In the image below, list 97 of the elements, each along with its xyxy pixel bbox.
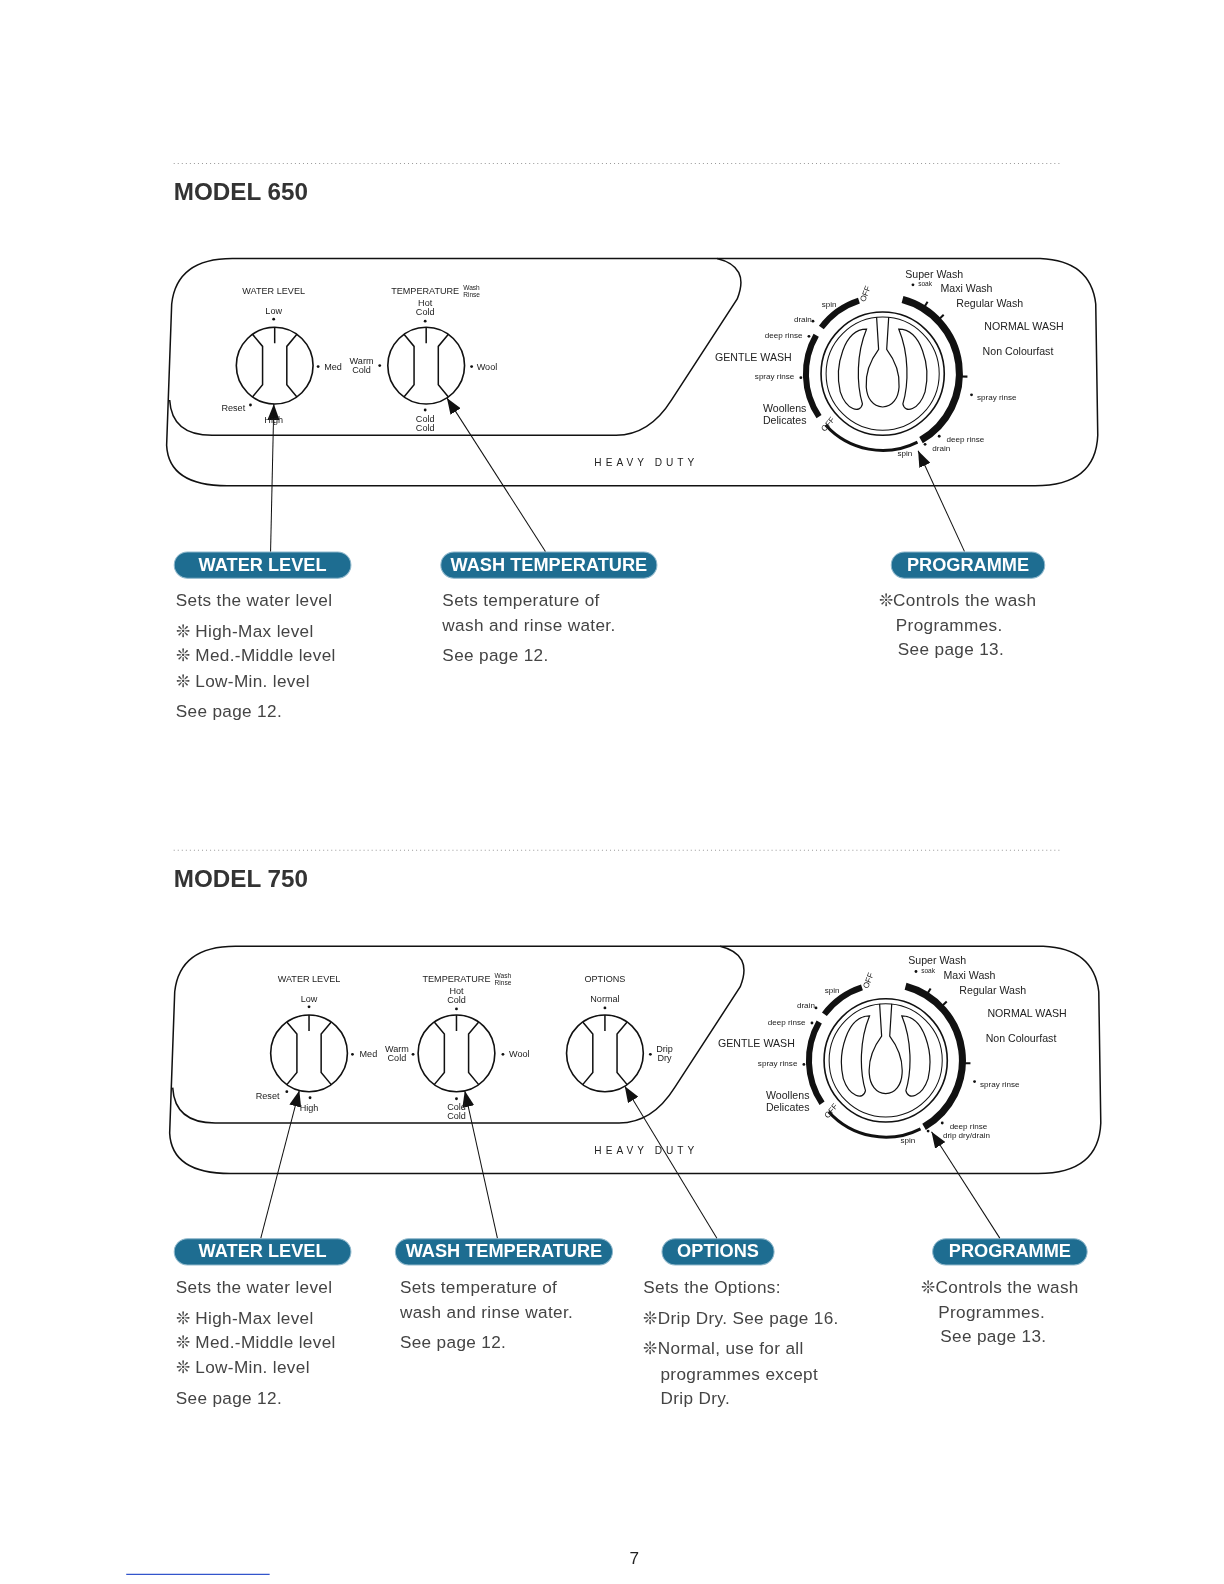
setting-label: Wool bbox=[509, 1049, 530, 1060]
setting-label: Cold Cold bbox=[415, 415, 435, 434]
description-text: ❊ High-Max level bbox=[175, 1307, 315, 1330]
setting-label: Woollens Delicates bbox=[762, 401, 807, 427]
setting-label: deep rinse bbox=[767, 1017, 806, 1027]
leader-line bbox=[462, 1090, 498, 1239]
setting-label: spray rinse bbox=[754, 372, 795, 382]
setting-label: Maxi Wash bbox=[943, 968, 996, 981]
leader-line bbox=[624, 1085, 718, 1239]
description-text: ❊ High-Max level bbox=[175, 620, 315, 643]
setting-label: spray rinse bbox=[757, 1058, 798, 1068]
description-text: See page 12. bbox=[399, 1332, 508, 1355]
description-text: See page 13. bbox=[897, 639, 1006, 662]
setting-label: Warm Cold bbox=[384, 1045, 409, 1064]
setting-label: deep rinse bbox=[949, 1121, 988, 1131]
setting-label: spray rinse bbox=[980, 1080, 1020, 1090]
setting-label: Warm Cold bbox=[349, 356, 374, 375]
description-text: ❊ Med.-Middle level bbox=[175, 1332, 337, 1355]
leader-line bbox=[931, 1131, 1001, 1239]
section-pill: WASH TEMPERATURE bbox=[440, 551, 658, 579]
setting-label: Regular Wash bbox=[956, 296, 1024, 310]
section-pill: PROGRAMME bbox=[932, 1238, 1088, 1266]
setting-label: Non Colourfast bbox=[985, 1032, 1057, 1045]
leader-line bbox=[917, 450, 965, 552]
setting-label: Regular Wash bbox=[959, 983, 1027, 996]
description-text: Sets temperature of wash and rinse water. bbox=[399, 1276, 575, 1324]
section-pill: PROGRAMME bbox=[890, 551, 1046, 579]
description-text: ❊Drip Dry. See page 16. bbox=[643, 1307, 840, 1330]
setting-label: spray rinse bbox=[977, 393, 1017, 403]
setting-label: Wool bbox=[476, 361, 498, 372]
setting-label: OFF bbox=[861, 971, 876, 990]
setting-label: High bbox=[299, 1102, 319, 1113]
setting-label: TEMPERATURE bbox=[391, 285, 460, 296]
setting-label: drain bbox=[932, 443, 951, 453]
description-text: ❊Normal, use for all programmes except Drip Dry. bbox=[643, 1338, 820, 1410]
setting-label: Low bbox=[300, 993, 318, 1004]
setting-label: drain bbox=[793, 314, 812, 324]
setting-label: Med bbox=[359, 1049, 378, 1060]
setting-label: Super Wash bbox=[908, 954, 967, 967]
setting-label: Cold Cold bbox=[447, 1102, 466, 1121]
control-knob bbox=[269, 1013, 349, 1093]
setting-label: OPTIONS bbox=[584, 973, 626, 984]
setting-label: Drip Dry bbox=[656, 1045, 673, 1064]
setting-label: deep rinse bbox=[764, 330, 803, 340]
control-knob bbox=[235, 326, 315, 405]
description-text: Sets temperature of wash and rinse water. bbox=[442, 589, 617, 637]
section-pill: WASH TEMPERATURE bbox=[394, 1238, 613, 1266]
setting-label: drip dry/drain bbox=[942, 1130, 991, 1140]
description-text: See page 13. bbox=[940, 1326, 1048, 1349]
leader-line bbox=[267, 403, 280, 552]
section-pill: WATER LEVEL bbox=[173, 551, 352, 579]
description-text: ❊Controls the wash Programmes. bbox=[878, 589, 1038, 637]
setting-label: Woollens Delicates bbox=[765, 1088, 810, 1113]
description-text: See page 12. bbox=[175, 700, 283, 724]
setting-label: NORMAL WASH bbox=[984, 320, 1064, 333]
setting-label: TEMPERATURE bbox=[422, 973, 491, 984]
leader-line bbox=[260, 1089, 302, 1239]
setting-label: OFF bbox=[858, 284, 873, 304]
section-heading: MODEL 750 bbox=[173, 863, 308, 894]
panel-text: HEAVY DUTY bbox=[594, 456, 699, 471]
section-pill: OPTIONS bbox=[661, 1238, 775, 1266]
setting-label: deep rinse bbox=[946, 434, 985, 444]
description-text: ❊ Med.-Middle level bbox=[175, 645, 337, 668]
description-text: See page 12. bbox=[442, 645, 550, 668]
description-text: Sets the Options: bbox=[643, 1276, 782, 1299]
leader-line bbox=[446, 397, 546, 552]
setting-label: spin bbox=[897, 448, 913, 458]
setting-label: Low bbox=[265, 306, 282, 317]
setting-label: Hot Cold bbox=[415, 298, 435, 318]
setting-label: Maxi Wash bbox=[940, 281, 993, 294]
setting-label: Non Colourfast bbox=[982, 345, 1054, 358]
setting-label: Reset bbox=[255, 1090, 280, 1101]
setting-label: Normal bbox=[590, 993, 620, 1004]
control-knob bbox=[565, 1013, 645, 1093]
description-text: ❊ Low-Min. level bbox=[175, 670, 311, 693]
section-pill: WATER LEVEL bbox=[173, 1238, 352, 1266]
setting-label: drain bbox=[796, 1001, 815, 1011]
setting-label: GENTLE WASH bbox=[715, 350, 792, 363]
control-knob bbox=[417, 1013, 496, 1093]
setting-label: Super Wash bbox=[905, 267, 964, 280]
description-text: ❊ Low-Min. level bbox=[175, 1356, 311, 1379]
setting-label: WATER LEVEL bbox=[277, 973, 341, 984]
setting-label: Reset bbox=[221, 402, 246, 414]
description-text: Sets the water level bbox=[175, 589, 334, 612]
description-text: Sets the water level bbox=[175, 1276, 334, 1299]
setting-label: spin bbox=[821, 299, 837, 309]
setting-label: NORMAL WASH bbox=[987, 1006, 1067, 1019]
setting-label: spin bbox=[900, 1135, 916, 1145]
description-text: See page 12. bbox=[175, 1387, 283, 1410]
description-text: ❊Controls the wash Programmes. bbox=[921, 1276, 1080, 1324]
control-knob bbox=[386, 326, 466, 405]
section-heading: MODEL 650 bbox=[173, 176, 308, 207]
setting-label: GENTLE WASH bbox=[718, 1037, 795, 1050]
setting-label: WATER LEVEL bbox=[242, 285, 305, 296]
setting-label: Med bbox=[324, 361, 342, 372]
page-number: 7 bbox=[629, 1547, 639, 1570]
setting-label: Hot Cold bbox=[447, 986, 466, 1005]
